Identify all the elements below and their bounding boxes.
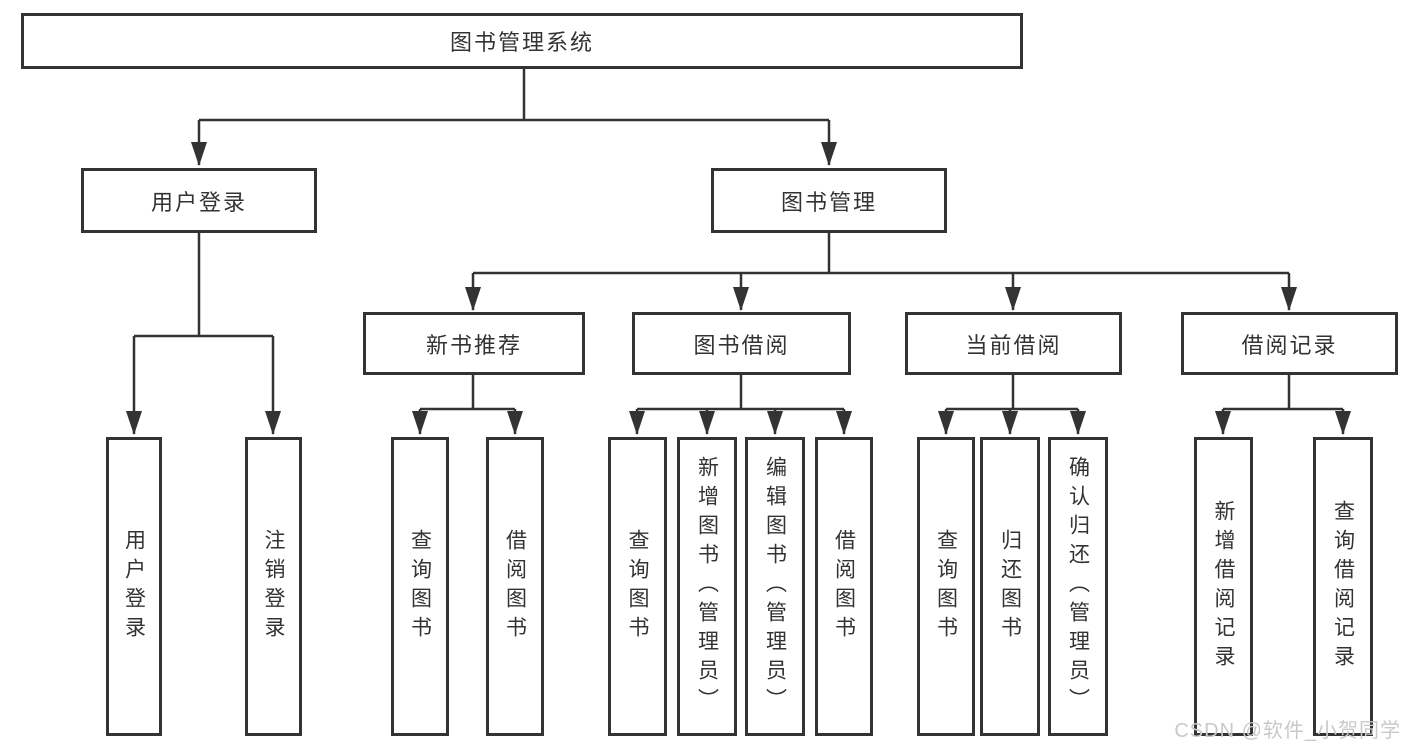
node-label: 用户登录 — [150, 189, 247, 215]
leaf-query-books-borrowing: 查询图书 — [608, 437, 667, 736]
node-label: 归还图书 — [998, 528, 1022, 645]
node-label: 借阅图书 — [832, 528, 856, 645]
node-label: 查询图书 — [934, 528, 958, 645]
leaf-add-book-admin: 新增图书（管理员） — [677, 437, 737, 736]
csdn-watermark: CSDN @软件_小贺同学 — [1174, 720, 1401, 742]
connector-arrows — [126, 120, 1351, 435]
leaf-borrow-books-recommendation: 借阅图书 — [486, 437, 544, 736]
leaf-user-login: 用户登录 — [106, 437, 162, 736]
node-label: 用户登录 — [122, 528, 146, 645]
node-label: 图书管理系统 — [449, 30, 594, 55]
leaf-query-books-recommendation: 查询图书 — [391, 437, 449, 736]
node-label: 注销登录 — [262, 528, 285, 645]
node-library-management-system: 图书管理系统 — [21, 13, 1023, 69]
node-book-management: 图书管理 — [711, 168, 947, 233]
leaf-confirm-return-admin: 确认归还（管理员） — [1048, 437, 1108, 736]
node-new-book-recommendation: 新书推荐 — [363, 312, 585, 375]
node-label: 查询借阅记录 — [1331, 499, 1355, 674]
leaf-query-borrow-record: 查询借阅记录 — [1313, 437, 1373, 736]
node-label: 图书管理 — [780, 189, 877, 215]
node-borrowing-records: 借阅记录 — [1181, 312, 1398, 375]
node-label: 新增图书（管理员） — [695, 456, 719, 717]
leaf-borrow-books-borrowing: 借阅图书 — [815, 437, 873, 736]
node-label: 借阅图书 — [503, 528, 527, 645]
node-label: 查询图书 — [408, 528, 432, 645]
leaf-edit-book-admin: 编辑图书（管理员） — [745, 437, 805, 736]
node-label: 编辑图书（管理员） — [763, 456, 787, 717]
connector-lines — [134, 69, 1343, 411]
node-current-borrowing: 当前借阅 — [905, 312, 1122, 375]
leaf-add-borrow-record: 新增借阅记录 — [1194, 437, 1253, 736]
leaf-return-book: 归还图书 — [980, 437, 1040, 736]
node-label: 查询图书 — [626, 528, 649, 645]
node-label: 借阅记录 — [1241, 332, 1338, 358]
leaf-logout: 注销登录 — [245, 437, 302, 736]
leaf-query-books-current: 查询图书 — [917, 437, 975, 736]
node-label: 新书推荐 — [425, 332, 522, 358]
node-label: 图书借阅 — [693, 332, 790, 358]
node-label: 当前借阅 — [965, 332, 1062, 358]
node-label: 新增借阅记录 — [1212, 499, 1235, 674]
node-label: 确认归还（管理员） — [1066, 456, 1090, 717]
node-book-borrowing: 图书借阅 — [632, 312, 851, 375]
node-user-login: 用户登录 — [81, 168, 317, 233]
